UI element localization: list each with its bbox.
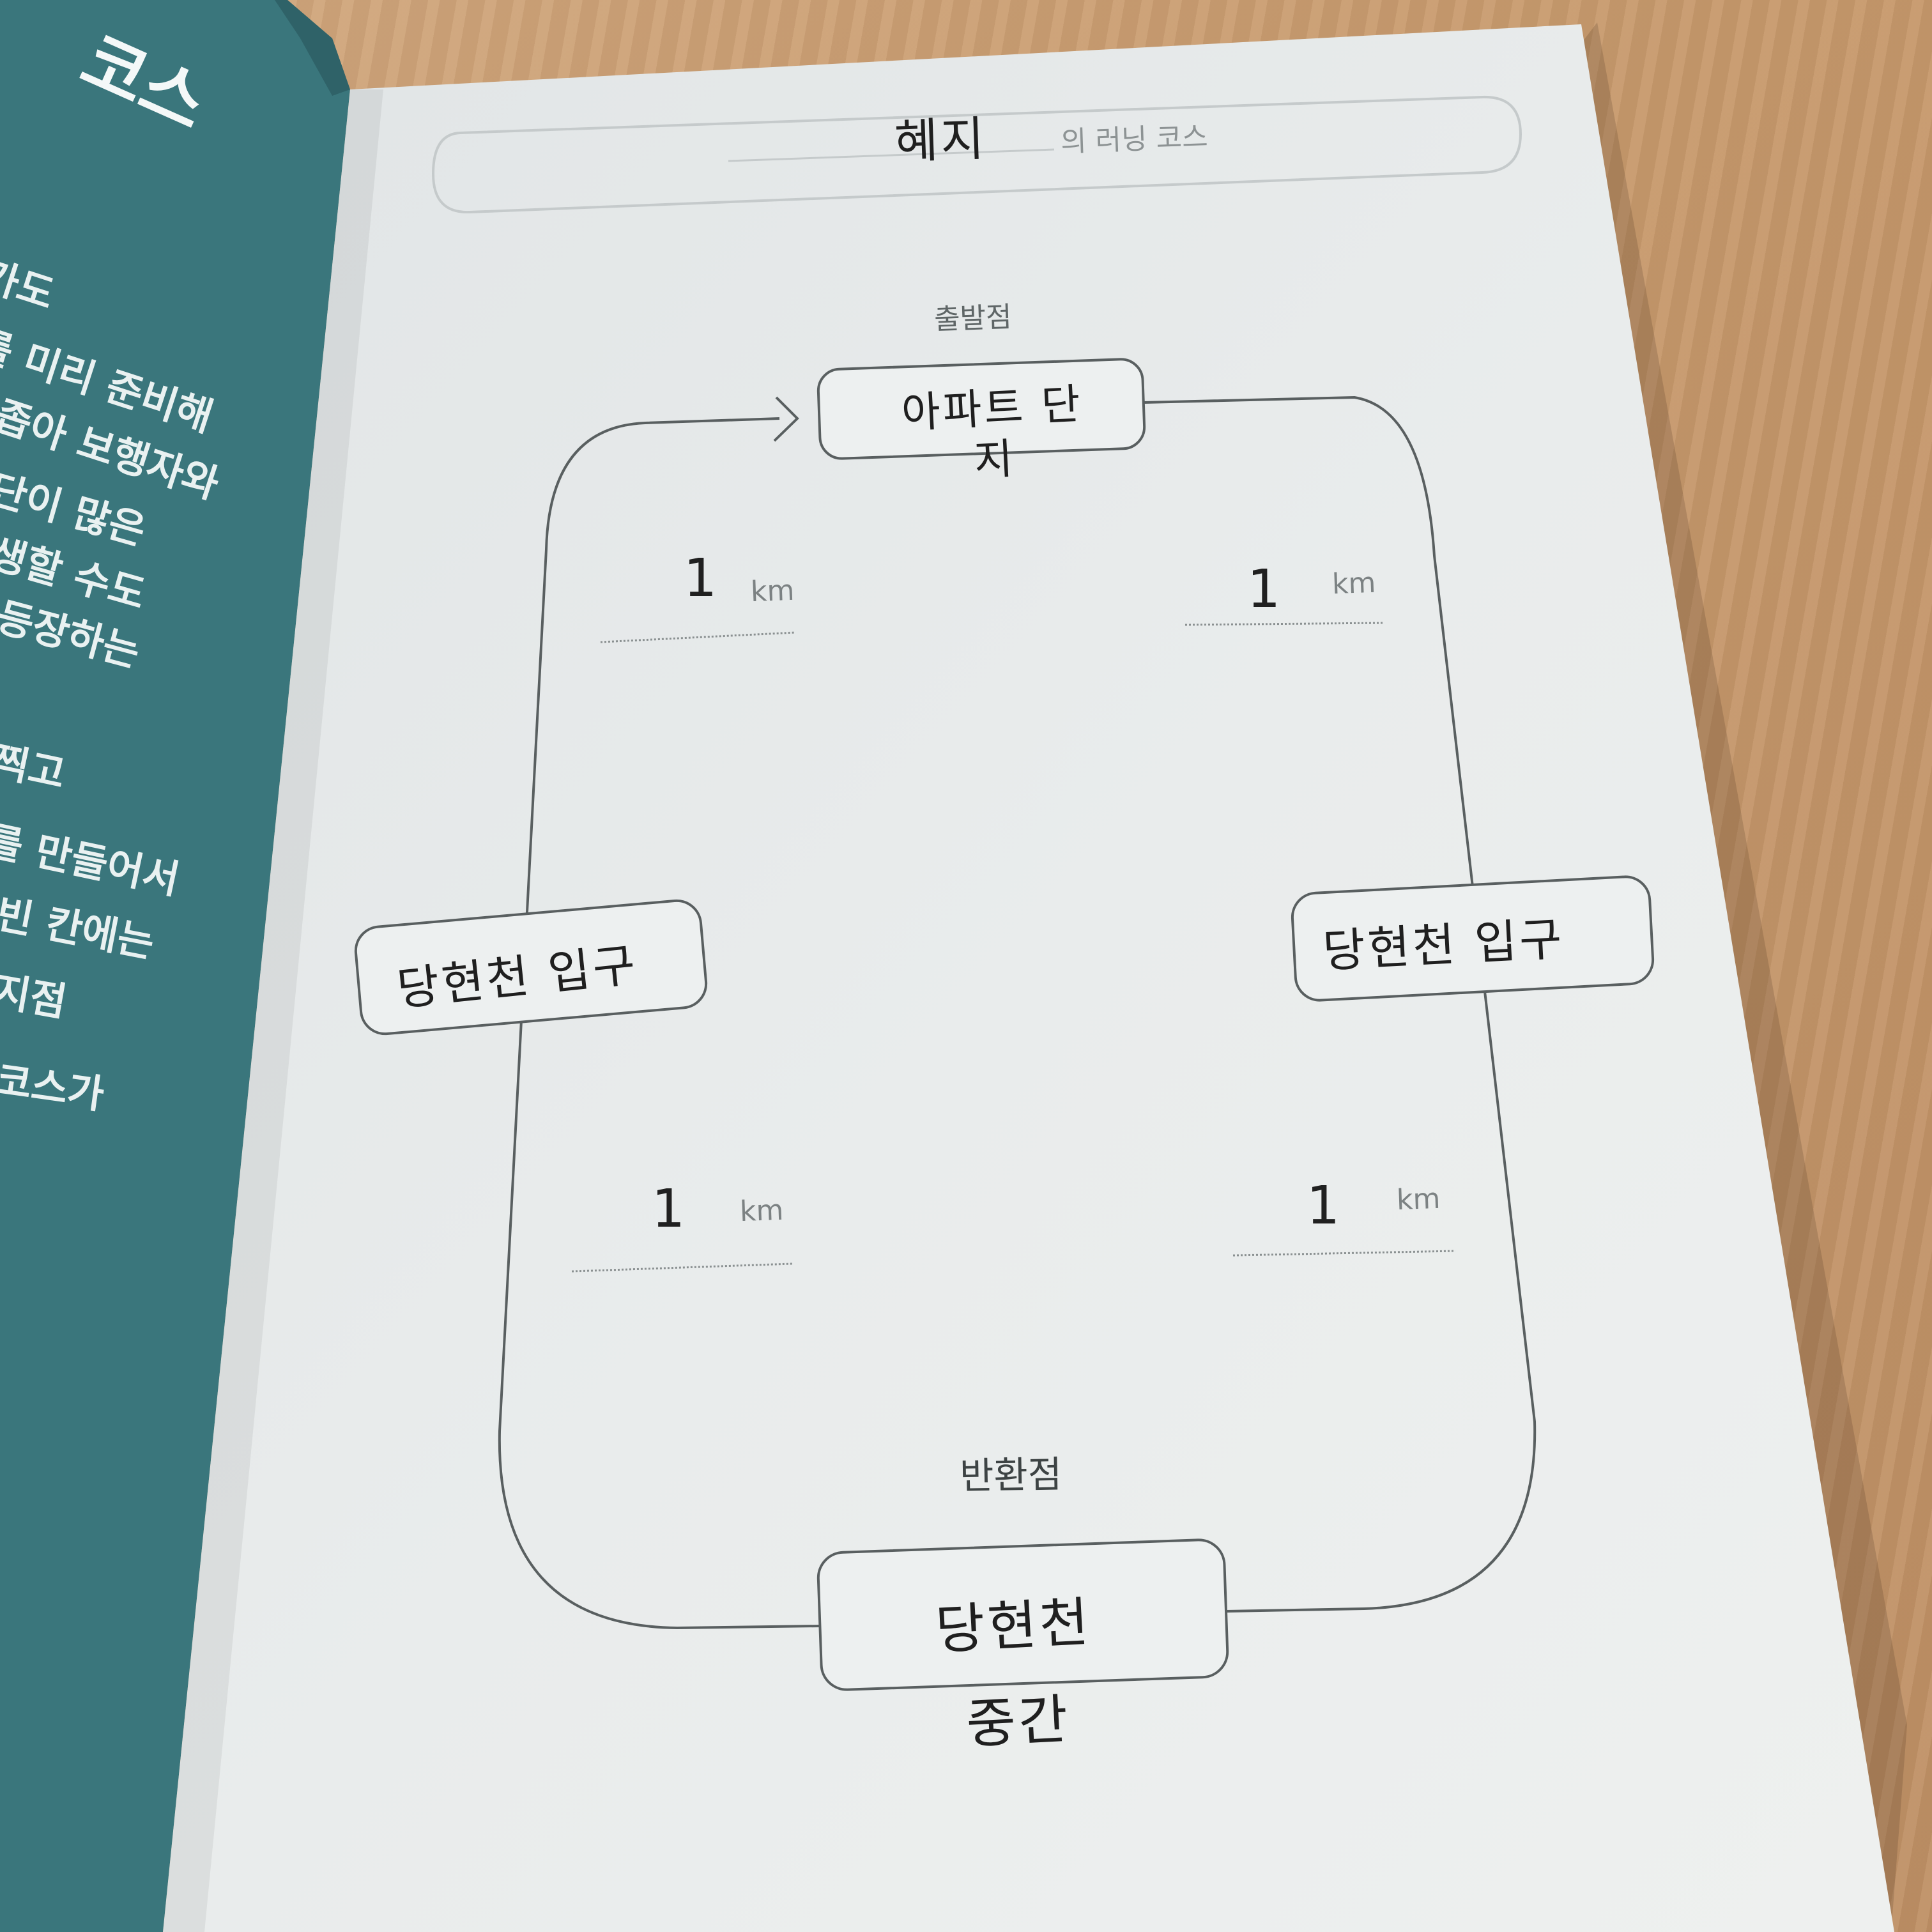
distance-unit-2: km (1331, 566, 1377, 601)
runner-name: 혜지 (893, 111, 988, 170)
start-point: 아파트 단지 (889, 378, 1098, 491)
distance-unit-4: km (1396, 1182, 1441, 1217)
course-title-suffix: 의 러닝 코스 (1060, 120, 1209, 159)
distance-unit-3: km (739, 1193, 785, 1229)
distance-unit-1: km (750, 574, 795, 609)
start-point-text: 아파트 단지 (900, 379, 1084, 486)
start-label: 출발점 (933, 300, 1013, 337)
turn-label: 반환점 (959, 1452, 1062, 1498)
right-checkpoint: 당현천 입구 (1321, 912, 1566, 978)
distance-value-4: 1 (1307, 1176, 1343, 1236)
distance-value-2: 1 (1247, 559, 1284, 620)
distance-value-3: 1 (652, 1179, 688, 1239)
turn-point: 당현천 중간 (902, 1572, 1129, 1775)
turn-point-text: 당현천 중간 (933, 1590, 1093, 1756)
distance-value-1: 1 (684, 548, 720, 609)
